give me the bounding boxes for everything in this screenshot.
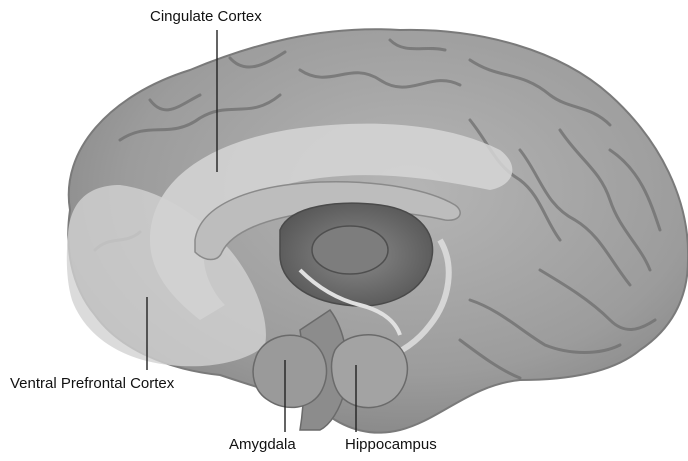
amygdala-label: Amygdala <box>229 436 296 454</box>
hippocampus <box>332 335 408 408</box>
hippocampus-label: Hippocampus <box>345 436 437 454</box>
amygdala <box>253 335 326 407</box>
ventral-prefrontal-cortex-label: Ventral Prefrontal Cortex <box>10 375 174 393</box>
thalamus-core <box>312 226 388 274</box>
cingulate-cortex-label: Cingulate Cortex <box>150 8 262 26</box>
